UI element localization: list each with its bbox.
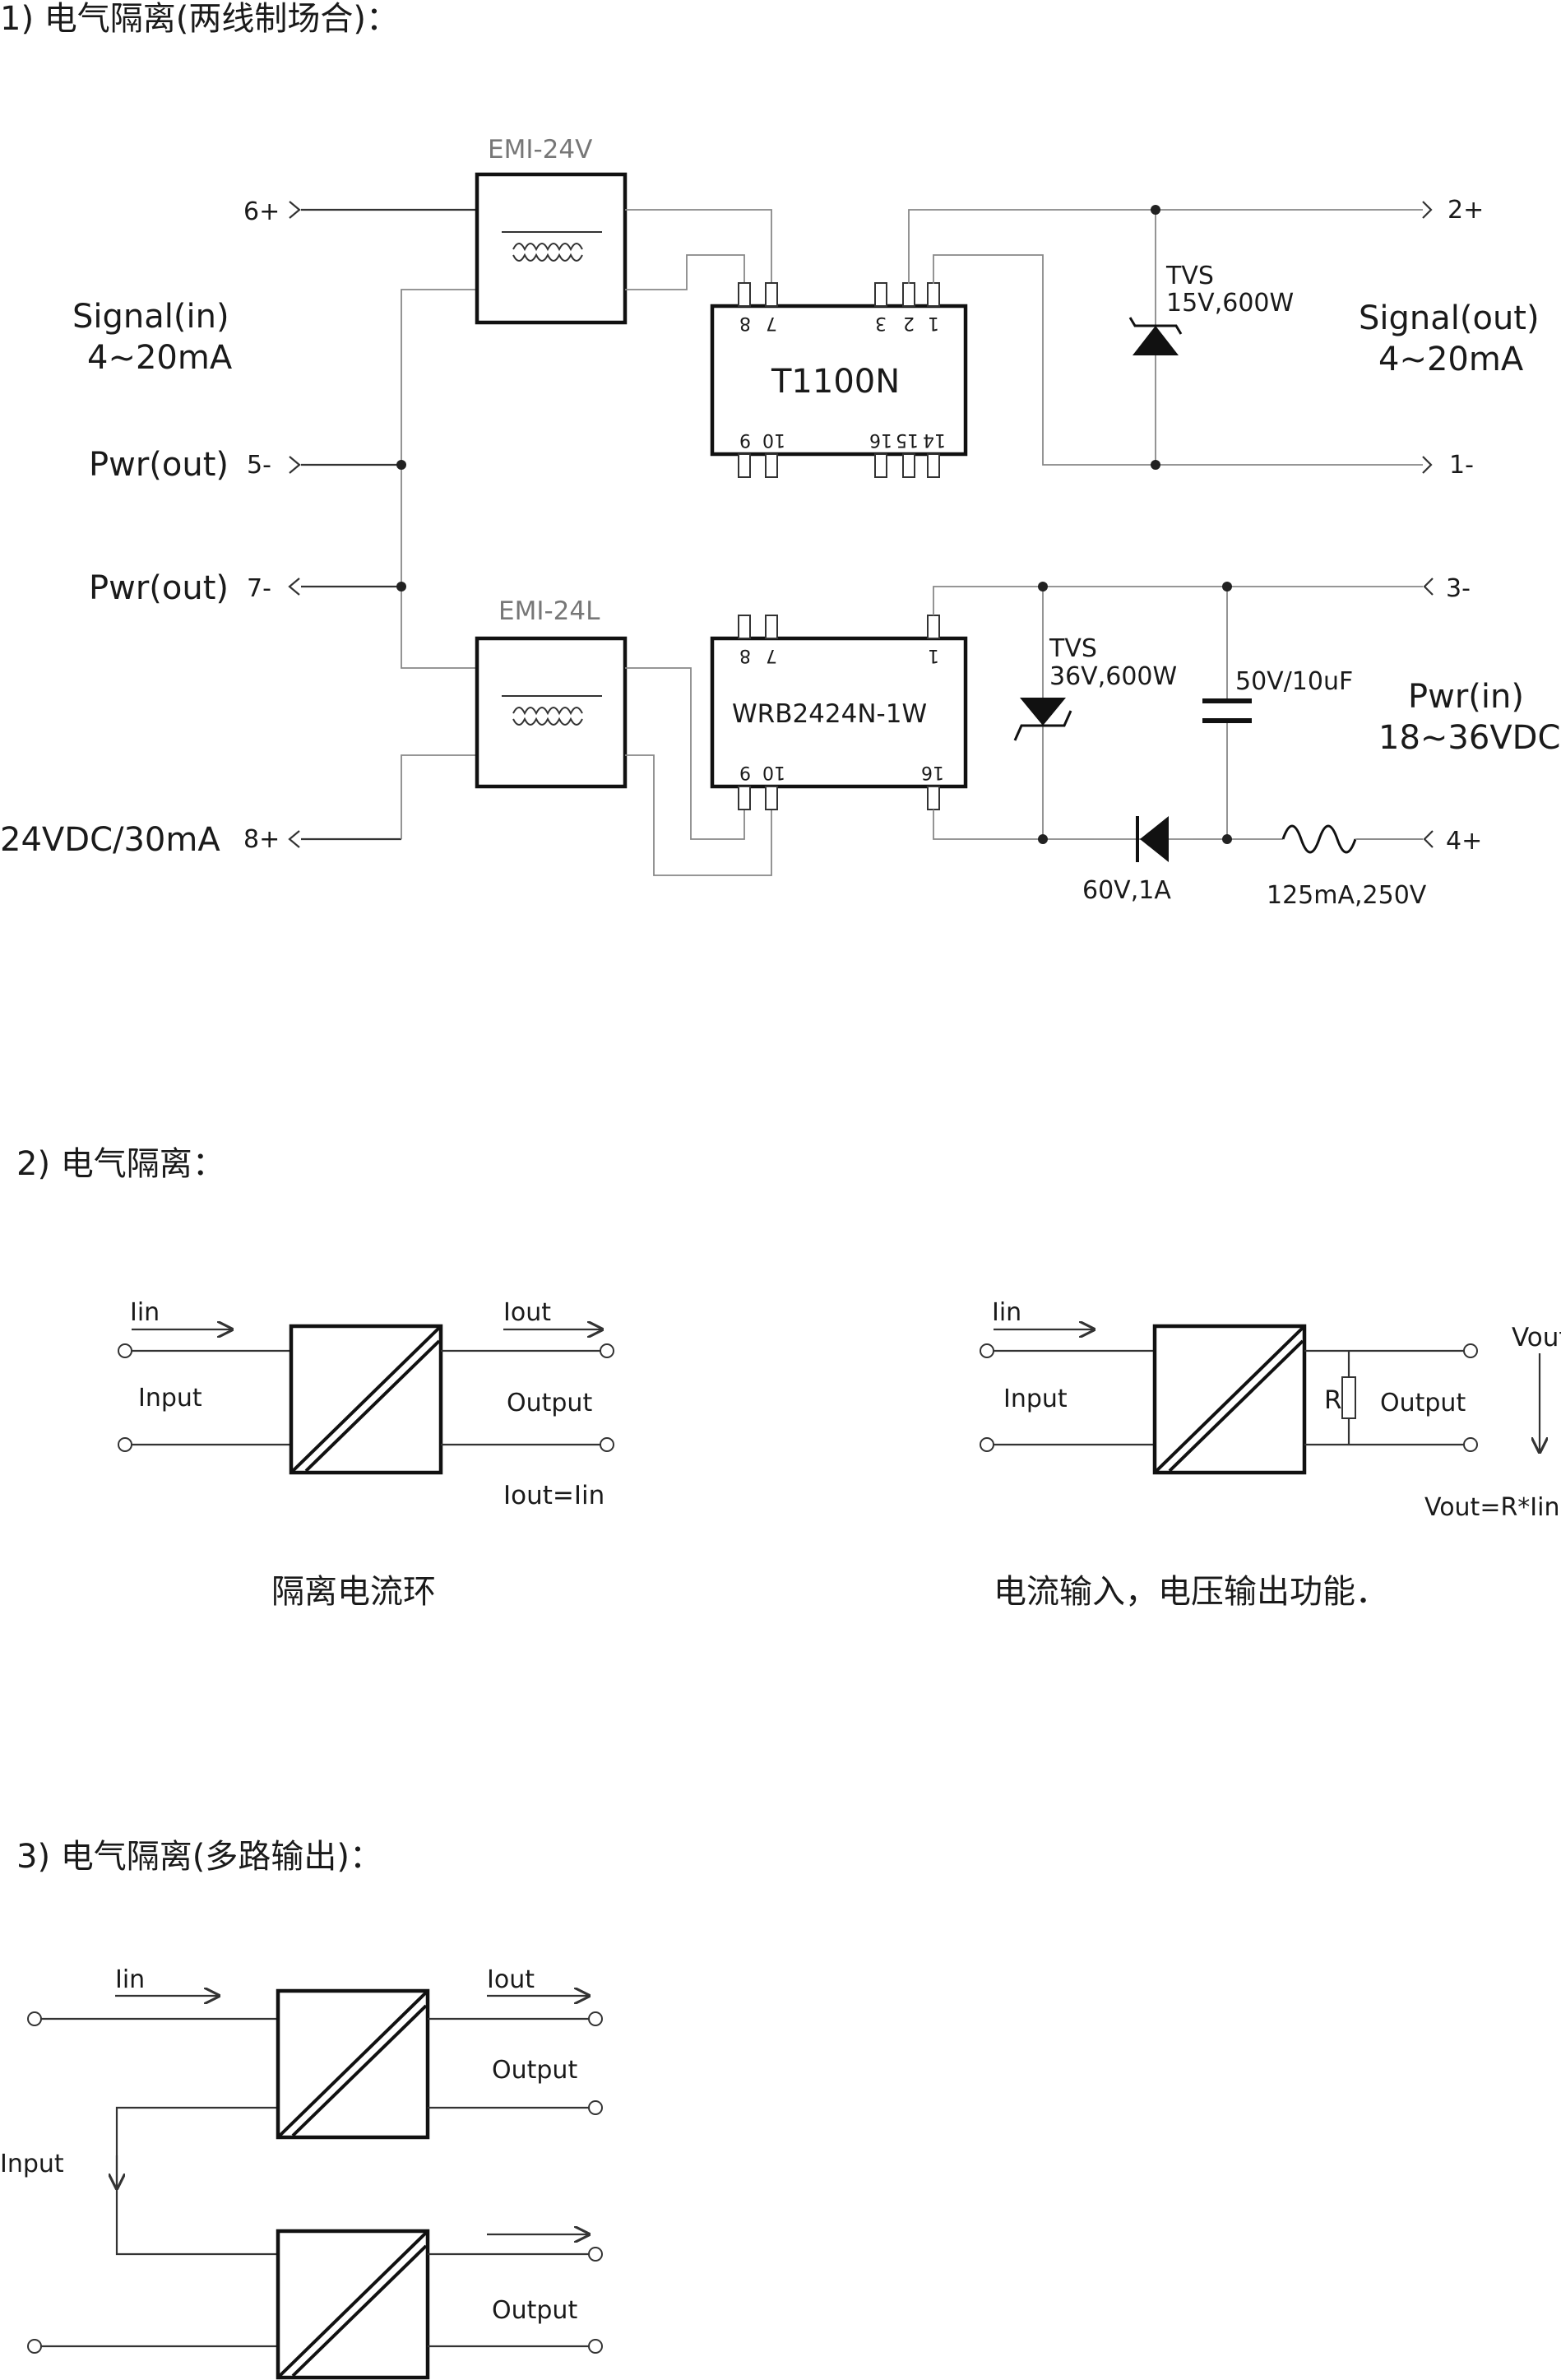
terminal-8plus: 8+ [243,825,280,854]
pin-label: 9 [739,762,751,782]
input-label: Input [0,2150,64,2178]
output-label: Output [1380,1389,1466,1417]
output-label-bottom: Output [492,2296,577,2325]
iin-label: Iin [130,1298,160,1327]
tvs-diode-top [1128,317,1183,355]
signal-out-range: 4~20mA [1378,341,1524,378]
pin-label: 10 [762,429,785,450]
iout-label: Iout [503,1298,551,1327]
terminal-3minus: 3- [1446,574,1471,603]
pin-label: 9 [739,429,751,450]
iin-label: Iin [115,1965,145,1994]
pin-label: 1 [928,645,939,666]
tvs-top-label: TVS [1165,262,1214,290]
output-label-top: Output [492,2056,577,2085]
fuse-label: 125mA,250V [1267,881,1427,910]
pin-label: 10 [762,762,785,782]
terminal-4plus: 4+ [1446,827,1482,856]
pwr-in-label: Pwr(in) [1408,678,1524,716]
pin-label: 16 [921,762,944,782]
emi-top-label: EMI-24V [488,135,592,165]
signal-out-label: Signal(out) [1359,299,1540,337]
pin-label: 15 [896,429,919,450]
pin-label: 8 [739,313,751,333]
supply-out-label: 24VDC/30mA [0,821,220,859]
iin-label: Iin [992,1298,1021,1327]
iout-label: Iout [487,1965,535,1994]
section-1-title: 1) 电气隔离(两线制场合)： [0,0,399,38]
pwr-in-range: 18~36VDC [1378,719,1560,757]
module-wrb2424n [710,636,968,789]
pin-label: 14 [923,429,946,450]
terminal-1minus: 1- [1449,451,1474,480]
isolation-circuit: 6+ 5- 7- 8+ Signal(in) 4~20mA Pwr(out) P… [0,135,1560,910]
current-loop-isolation-diagram: Iin Iout Input Output Iout=Iin 隔离电流环 [118,1298,614,1611]
pwr-out-label-2: Pwr(out) [89,569,229,607]
terminal-7minus: 7- [247,574,271,603]
section-3-title: 3) 电气隔离(多路输出)： [16,1838,382,1876]
pin-label: 1 [928,313,939,333]
module-t1100n [710,304,968,457]
emi-bottom-label: EMI-24L [498,596,600,626]
emi-filter-top [475,172,628,325]
pin-label: 16 [869,429,892,450]
input-label: Input [1003,1385,1068,1413]
section-2-title: 2) 电气隔离： [16,1145,225,1183]
terminal-2plus: 2+ [1448,196,1484,225]
emi-filter-bottom [475,636,628,789]
pin-label: 7 [766,313,777,333]
caption-current-to-voltage: 电流输入，电压输出功能． [994,1573,1388,1611]
pin-label: 2 [903,313,915,333]
resistor-label: R [1324,1385,1342,1415]
module-wrb2424n-label: WRB2424N-1W [732,699,927,729]
tvs-diode-bottom [1013,698,1072,741]
current-to-voltage-diagram: R Iin Input Output Vout Vout=R*Iin 电流输入，… [980,1298,1561,1611]
input-label: Input [138,1384,202,1413]
vout-equals-r-iin: Vout=R*Iin [1424,1493,1560,1522]
rectifier-diode [1094,816,1193,862]
pin-label: 7 [766,645,777,666]
diode-label: 60V,1A [1082,876,1171,905]
module-top-pins [738,282,940,478]
tvs-bottom-rating: 36V,600W [1049,662,1177,691]
capacitor [1202,698,1252,723]
fuse [1281,819,1423,860]
terminal-6plus: 6+ [243,197,280,226]
caption-current-loop: 隔离电流环 [271,1573,436,1611]
terminal-5minus: 5- [247,451,271,480]
resistor [1341,1376,1356,1419]
module-t1100n-label: T1100N [771,363,900,401]
output-label: Output [507,1389,592,1417]
vout-label: Vout [1512,1323,1561,1352]
iout-equals-iin: Iout=Iin [503,1481,604,1510]
signal-in-range: 4~20mA [87,339,233,377]
module-bottom-pins [738,615,940,810]
pin-label: 8 [739,645,751,666]
pwr-out-label-1: Pwr(out) [89,446,229,484]
signal-in-label: Signal(in) [72,298,229,336]
capacitor-label: 50V/10uF [1235,667,1353,696]
tvs-bottom-label: TVS [1049,634,1097,663]
tvs-top-rating: 15V,600W [1166,289,1294,318]
pin-label: 3 [875,313,887,333]
multi-output-isolation-diagram: Input Iin Iout Output Output [0,1965,603,2380]
